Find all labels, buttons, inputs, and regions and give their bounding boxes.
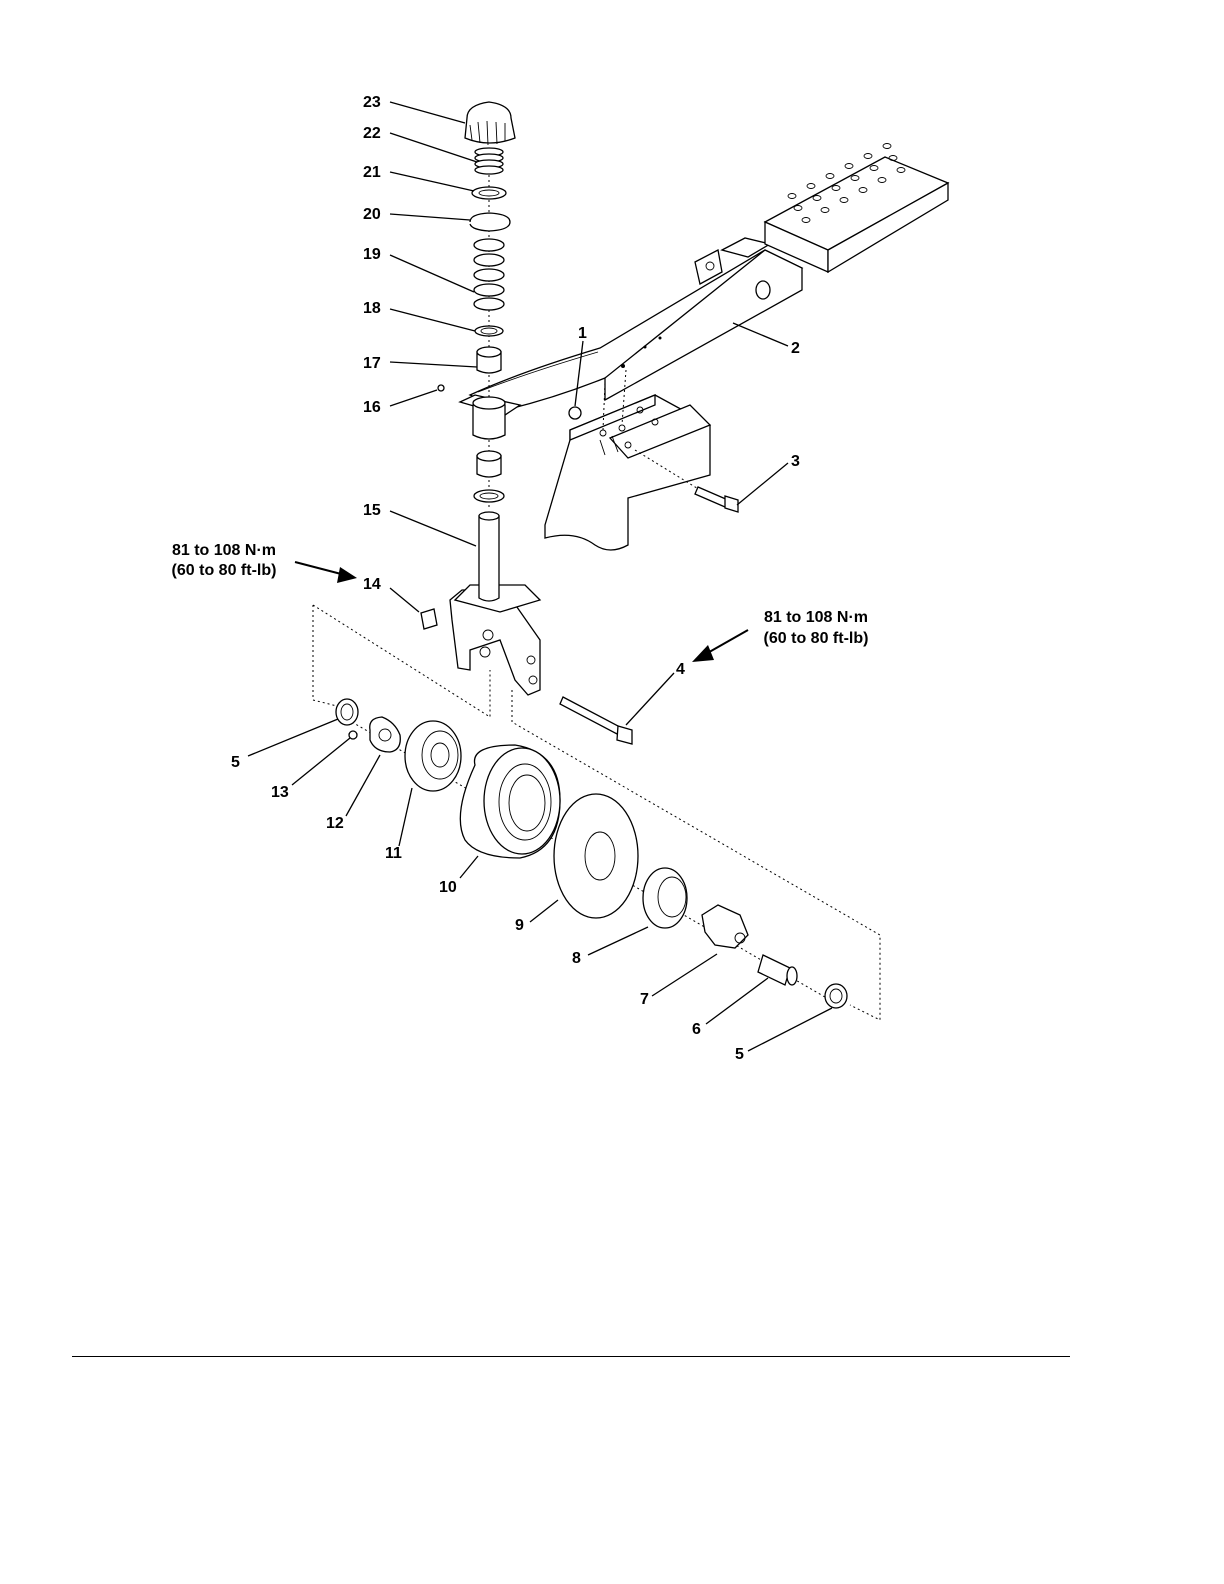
footer-rule — [72, 1356, 1070, 1357]
footplate-hole — [788, 194, 796, 199]
bolt-item-3 — [695, 487, 738, 512]
spindle-item-15 — [479, 512, 499, 601]
snap-ring-item-20 — [470, 213, 510, 231]
callout-15: 15 — [363, 502, 381, 519]
callout-2: 2 — [791, 340, 800, 357]
hub-half-item-11 — [405, 721, 461, 791]
callout-11: 11 — [385, 845, 402, 862]
bolt-item-4 — [560, 697, 632, 744]
footplate-hole — [845, 164, 853, 169]
bearing-item-5-right — [825, 984, 847, 1008]
footplate-part — [765, 144, 948, 273]
callout-13: 13 — [271, 784, 289, 801]
callout-22: 22 — [363, 125, 381, 142]
flange-item-12 — [370, 717, 401, 752]
callout-9: 9 — [515, 917, 524, 934]
bearing-item-5-left — [336, 699, 358, 725]
callout-16: 16 — [363, 399, 381, 416]
nut-item-14 — [421, 609, 437, 629]
callout-18: 18 — [363, 300, 381, 317]
bushing-item-17 — [477, 347, 501, 373]
callout-5-right: 5 — [735, 1046, 744, 1063]
callout-17: 17 — [363, 355, 381, 372]
footplate-hole — [883, 144, 891, 149]
torque-label-right-line1: 81 to 108 N·m — [764, 609, 868, 626]
washer-item-18 — [475, 326, 503, 336]
callout-19: 19 — [363, 246, 381, 263]
callout-14: 14 — [363, 576, 381, 593]
frame-arm-part — [470, 238, 802, 410]
flange-item-7 — [702, 905, 748, 948]
tire-item-10 — [460, 745, 560, 858]
callout-10: 10 — [439, 879, 457, 896]
callout-12: 12 — [326, 815, 344, 832]
hub-half-item-8 — [643, 868, 687, 928]
callout-20: 20 — [363, 206, 381, 223]
callout-21: 21 — [363, 164, 381, 181]
cap-item-23 — [465, 102, 515, 145]
torque-arrow-right — [692, 630, 748, 662]
footplate-hole — [807, 184, 815, 189]
grease-fitting-item-16 — [438, 385, 444, 391]
callout-8: 8 — [572, 950, 581, 967]
spacer-stack-item-19 — [474, 239, 504, 310]
callout-7: 7 — [640, 991, 649, 1008]
nut-item-1 — [569, 407, 581, 419]
footplate-hole — [864, 154, 872, 159]
callout-4: 4 — [676, 661, 685, 678]
torque-label-right-line2: (60 to 80 ft-lb) — [764, 630, 869, 647]
callout-3: 3 — [791, 453, 800, 470]
callout-5-left: 5 — [231, 754, 240, 771]
torque-arrow-left — [295, 562, 357, 583]
mount-bracket-part — [545, 395, 710, 550]
footplate-hole — [826, 174, 834, 179]
nut-item-13 — [349, 731, 357, 739]
torque-label-left-line2: (60 to 80 ft-lb) — [172, 562, 277, 579]
washer-item-21 — [472, 187, 506, 199]
lower-washer — [474, 490, 504, 502]
caster-fork-part — [450, 585, 540, 695]
spring-item-22 — [475, 148, 503, 174]
liner-item-9 — [554, 794, 638, 918]
callout-6: 6 — [692, 1021, 701, 1038]
callout-23: 23 — [363, 94, 381, 111]
lower-bushing — [477, 451, 501, 477]
callout-1: 1 — [578, 325, 587, 342]
torque-label-left-line1: 81 to 108 N·m — [172, 542, 276, 559]
